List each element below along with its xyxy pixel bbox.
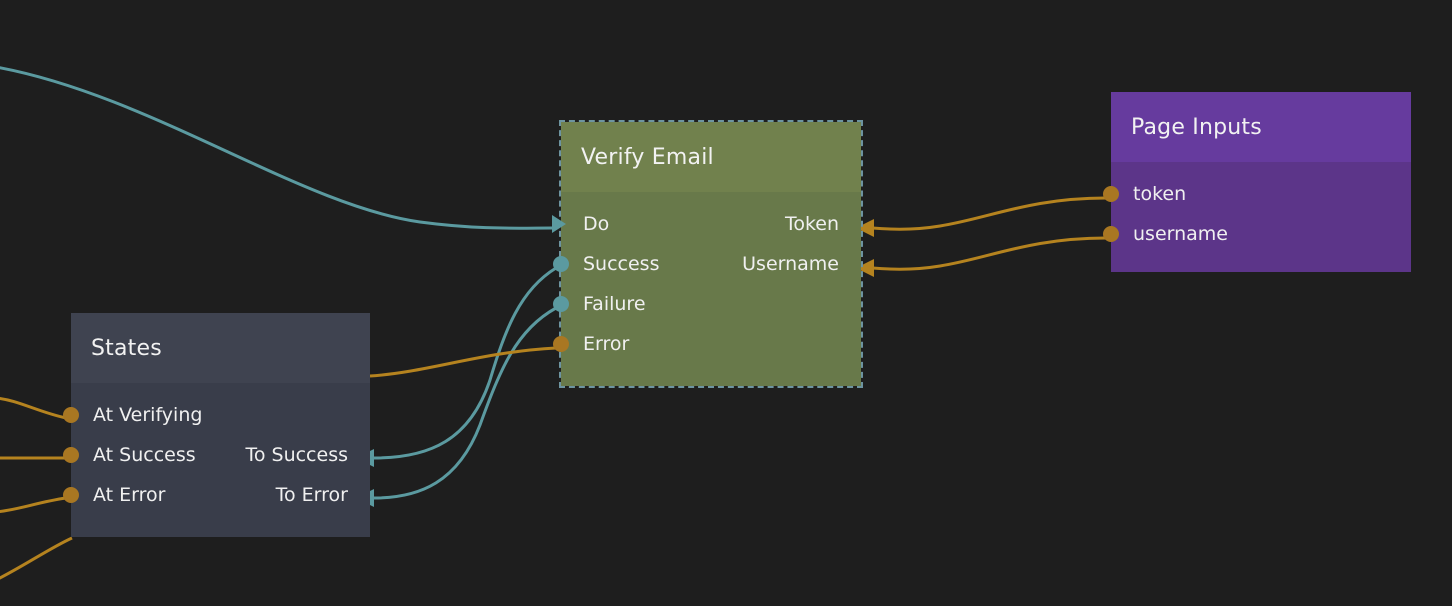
edge-username-to-username	[871, 236, 1107, 271]
node-body-page-inputs: token username	[1103, 162, 1411, 272]
node-title: Page Inputs	[1131, 114, 1262, 140]
node-body-verify-email: Do Token Success Username Failure Error	[552, 192, 861, 386]
data-in-dot-icon[interactable]	[1103, 226, 1119, 242]
data-in-dot-icon[interactable]	[63, 447, 79, 463]
node-header-page-inputs[interactable]: Page Inputs	[1111, 92, 1411, 162]
port-label-success: Success	[583, 252, 660, 275]
port-label-at-success: At Success	[93, 443, 196, 466]
data-in-dot-icon[interactable]	[63, 407, 79, 423]
port-row-at-verifying[interactable]: At Verifying	[63, 395, 370, 435]
port-label-failure: Failure	[583, 292, 646, 315]
node-title: Verify Email	[581, 144, 714, 170]
node-header-verify-email[interactable]: Verify Email	[561, 122, 861, 192]
node-verify-email[interactable]: Verify Email Do Token Success Username F…	[552, 120, 863, 388]
port-label-to-error: To Error	[275, 483, 348, 506]
edge-offscreen-to-at-error	[0, 496, 67, 514]
edge-success-to-to-success	[373, 266, 557, 460]
node-header-states[interactable]: States	[71, 313, 370, 383]
exec-in-dot-icon[interactable]	[553, 296, 569, 312]
port-label-token: Token	[784, 212, 839, 235]
data-in-dot-icon[interactable]	[1103, 186, 1119, 202]
node-title: States	[91, 335, 162, 361]
port-row-do[interactable]: Do Token	[552, 204, 861, 244]
data-in-dot-icon[interactable]	[63, 487, 79, 503]
node-page-inputs[interactable]: Page Inputs token username	[1103, 92, 1411, 272]
exec-in-triangle-icon[interactable]	[552, 215, 566, 233]
exec-in-dot-icon[interactable]	[553, 256, 569, 272]
port-label-username: Username	[742, 252, 839, 275]
edge-failure-to-to-error	[373, 306, 557, 500]
port-label-at-verifying: At Verifying	[93, 403, 203, 426]
port-label-error: Error	[583, 332, 630, 355]
port-label-token: token	[1133, 182, 1187, 205]
edge-offscreen-to-do	[0, 66, 553, 230]
edge-offscreen-to-at-verifying	[0, 397, 67, 420]
port-row-success[interactable]: Success Username	[553, 244, 861, 284]
port-label-do: Do	[583, 212, 610, 235]
node-body-states: At Verifying At Success To Success At Er…	[63, 383, 370, 537]
edge-token-to-token	[871, 196, 1107, 231]
edge-states-bottom-offscreen	[0, 536, 73, 580]
port-row-at-error[interactable]: At Error To Error	[63, 475, 370, 515]
edge-states-to-error	[369, 346, 557, 378]
port-label-to-success: To Success	[245, 443, 348, 466]
node-states[interactable]: States At Verifying At Success To Succes…	[63, 313, 370, 537]
port-label-at-error: At Error	[93, 483, 166, 506]
port-label-username: username	[1133, 222, 1228, 245]
port-row-at-success[interactable]: At Success To Success	[63, 435, 370, 475]
data-in-dot-icon[interactable]	[553, 336, 569, 352]
port-row-error[interactable]: Error	[553, 324, 861, 364]
port-row-username[interactable]: username	[1103, 214, 1411, 254]
port-row-failure[interactable]: Failure	[553, 284, 861, 324]
port-row-token[interactable]: token	[1103, 174, 1411, 214]
